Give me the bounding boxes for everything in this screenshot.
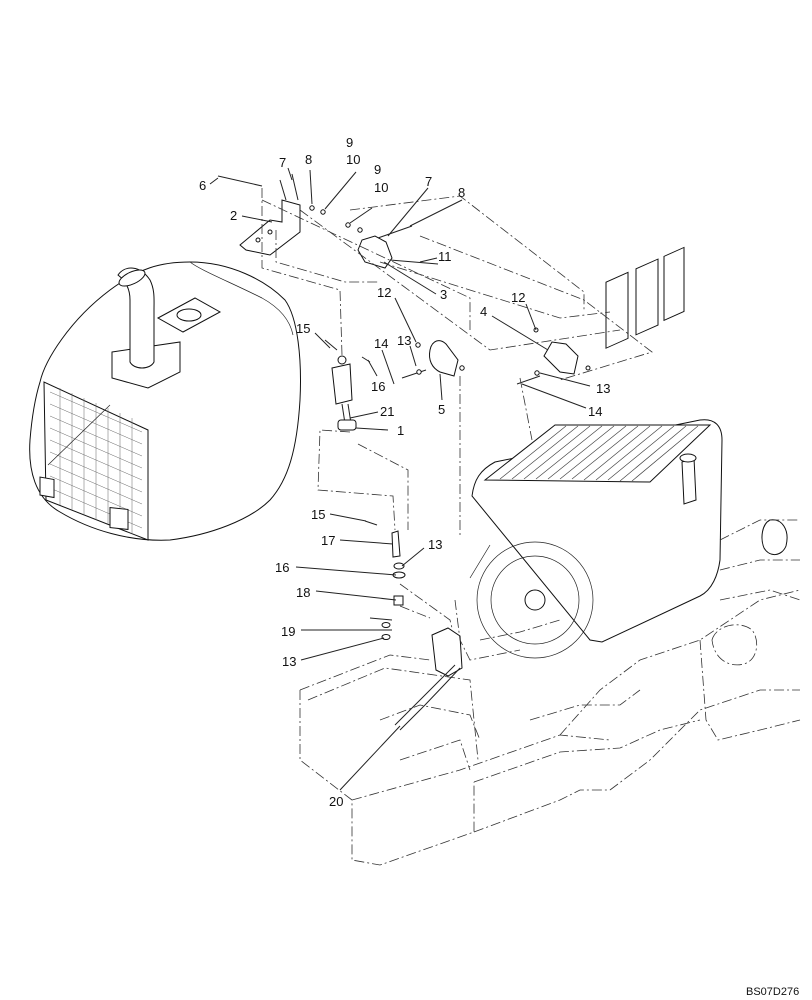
callout-7: 7: [279, 155, 286, 170]
callout-10: 10: [346, 152, 360, 167]
callout-2: 2: [230, 208, 237, 223]
cooling-module: [469, 246, 788, 659]
callout-13: 13: [397, 333, 411, 348]
callout-14: 14: [374, 336, 388, 351]
leader-lines: [209, 167, 591, 791]
callout-labels: 6 7 8 9 10 9 10 7 8 2 11 3 12 12 4 15 14…: [199, 135, 610, 809]
callout-12: 12: [511, 290, 525, 305]
callout-4: 4: [480, 304, 487, 319]
callout-15: 15: [296, 321, 310, 336]
callout-5: 5: [438, 402, 445, 417]
callout-17: 17: [321, 533, 335, 548]
assembly-lines: [261, 188, 653, 629]
callout-21: 21: [380, 404, 394, 419]
callout-18: 18: [296, 585, 310, 600]
upper-brackets: [217, 173, 591, 385]
hood-grille-mesh: [49, 388, 143, 534]
drawing-code: BS07D276: [746, 986, 799, 998]
callout-3: 3: [440, 287, 447, 302]
callout-12: 12: [377, 285, 391, 300]
chassis-frame: [299, 519, 801, 866]
gas-strut: [324, 339, 463, 677]
callout-7: 7: [425, 174, 432, 189]
callout-8: 8: [458, 185, 465, 200]
callout-6: 6: [199, 178, 206, 193]
callout-13: 13: [428, 537, 442, 552]
callout-11: 11: [438, 249, 452, 264]
callout-19: 19: [281, 624, 295, 639]
callout-9: 9: [374, 162, 381, 177]
callout-20: 20: [329, 794, 343, 809]
callout-1: 1: [397, 423, 404, 438]
callout-13: 13: [596, 381, 610, 396]
engine-hood: [29, 261, 301, 541]
callout-13: 13: [282, 654, 296, 669]
callout-16: 16: [275, 560, 289, 575]
callout-8: 8: [305, 152, 312, 167]
callout-16: 16: [371, 379, 385, 394]
callout-15: 15: [311, 507, 325, 522]
radiator-fins: [499, 425, 699, 482]
callout-10: 10: [374, 180, 388, 195]
callout-14: 14: [588, 404, 602, 419]
callout-9: 9: [346, 135, 353, 150]
